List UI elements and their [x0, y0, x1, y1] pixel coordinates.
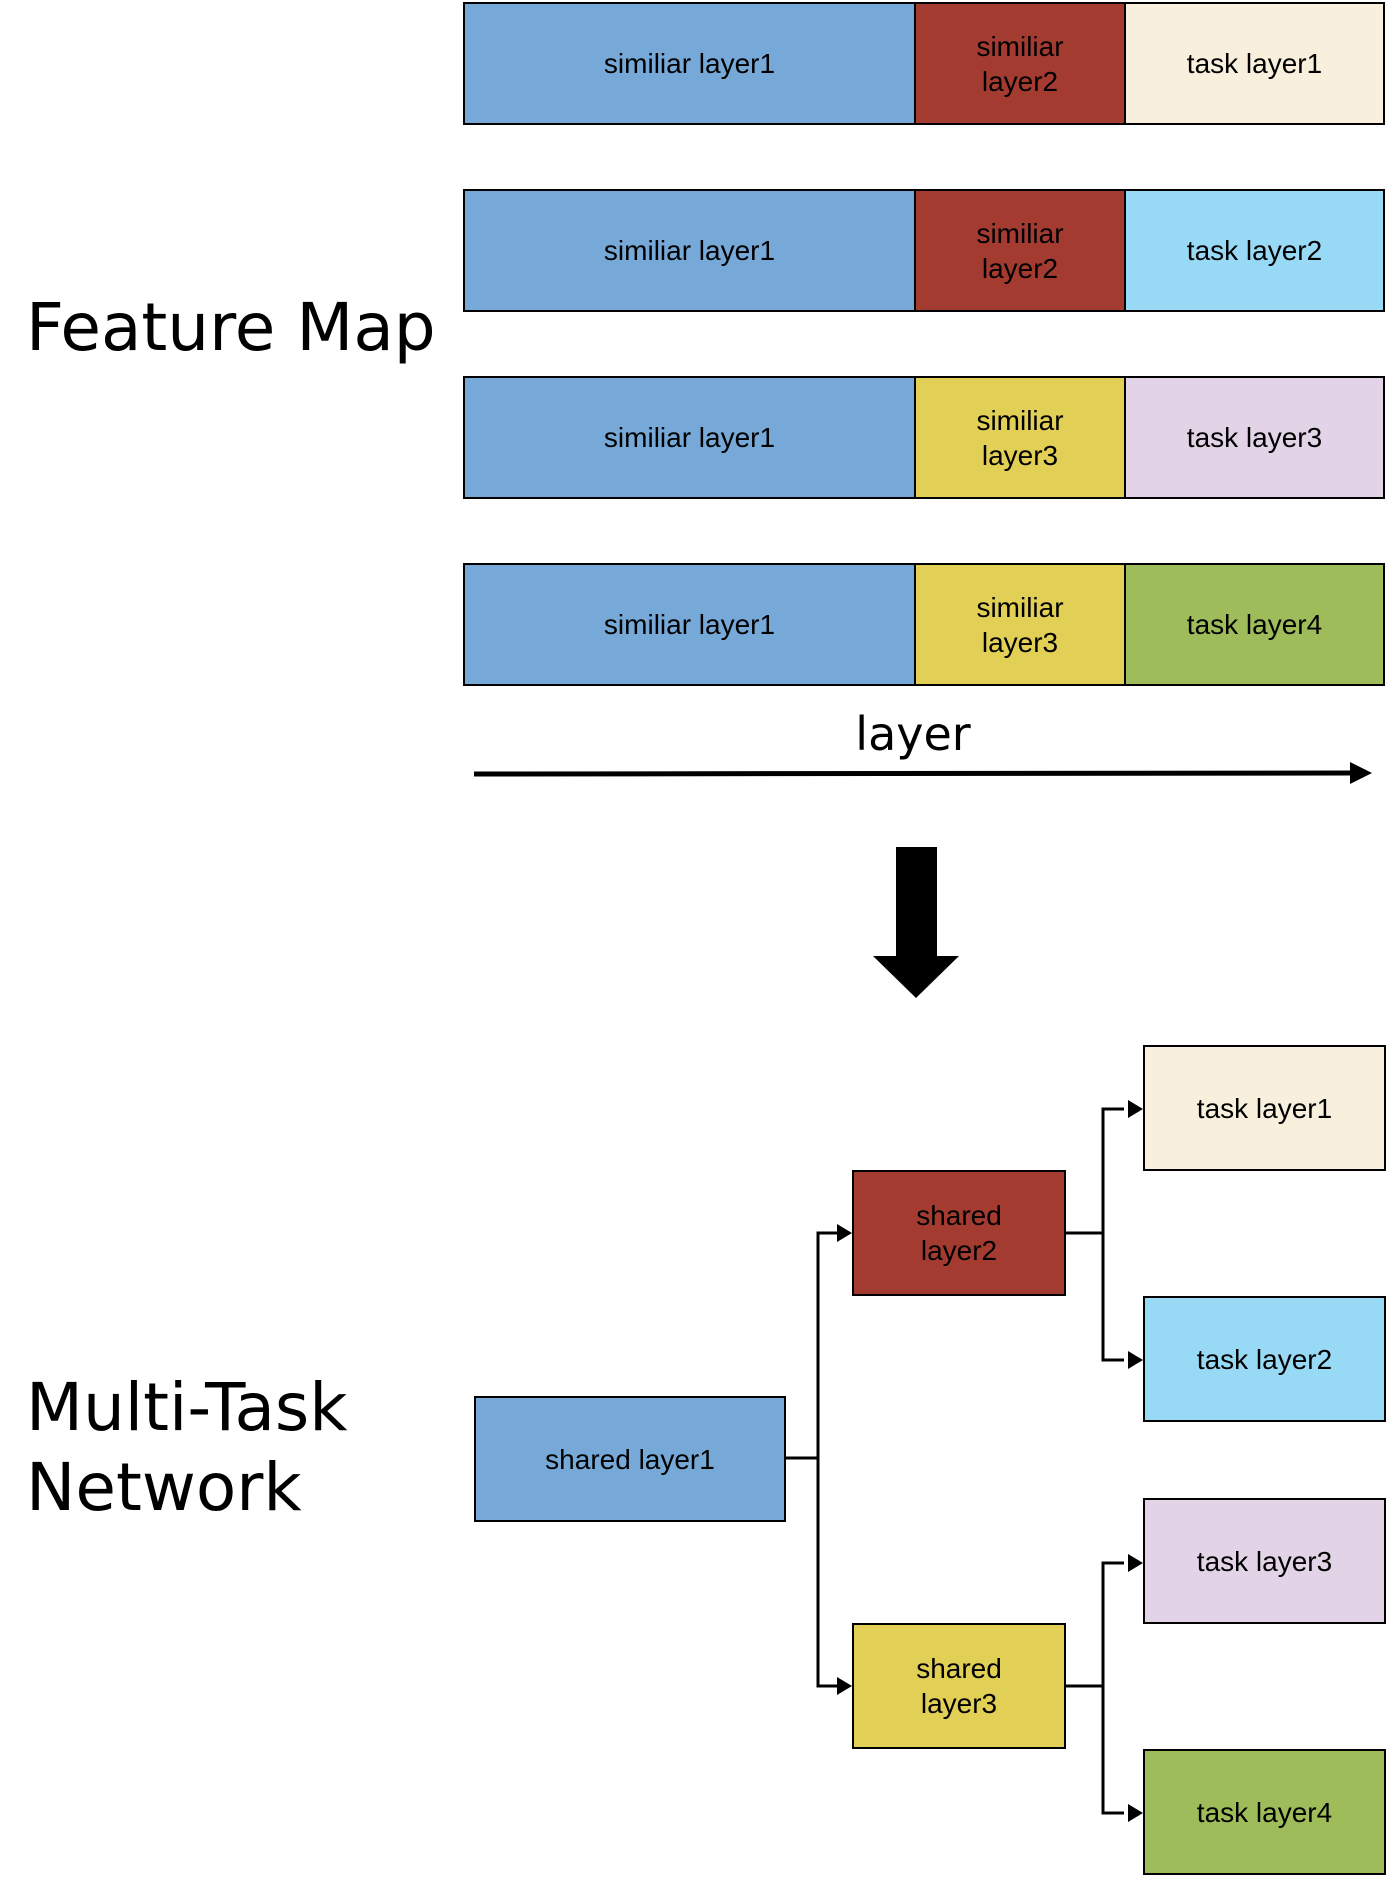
arrowhead-task1 — [1128, 1100, 1143, 1118]
network-title-line2: Network — [26, 1449, 302, 1526]
edge-shared1-to-shared3 — [816, 1458, 838, 1688]
edge-shared3-to-task3 — [1066, 1561, 1124, 1688]
row-3-task-segment: task layer3 — [1126, 378, 1383, 497]
arrowhead-shared3 — [837, 1677, 852, 1695]
task-layer3-node: task layer3 — [1143, 1498, 1386, 1624]
layer-axis-arrow — [473, 762, 1372, 784]
shared-layer1-node: shared layer1 — [474, 1396, 786, 1522]
row-1-similiar-segment-a: similiar layer1 — [465, 4, 916, 123]
network-title-line1: Multi-Task — [26, 1369, 348, 1446]
arrowhead-task4 — [1128, 1804, 1143, 1822]
feature-map-heading: Feature Map — [26, 288, 436, 368]
edge-shared1-to-shared2 — [785, 1231, 838, 1460]
edge-shared2-to-task2 — [1101, 1233, 1124, 1362]
task-layer1-node: task layer1 — [1143, 1045, 1386, 1171]
multi-task-network-heading: Multi-Task Network — [26, 1368, 348, 1528]
arrowhead-shared2 — [837, 1224, 852, 1242]
row-4-similiar-segment-a: similiar layer1 — [465, 565, 916, 684]
arrowhead-task2 — [1128, 1351, 1143, 1369]
row-1-task-segment: task layer1 — [1126, 4, 1383, 123]
task-layer4-node: task layer4 — [1143, 1749, 1386, 1875]
task-layer2-node: task layer2 — [1143, 1296, 1386, 1422]
edge-shared3-to-task4 — [1101, 1686, 1124, 1815]
down-arrow-icon — [873, 847, 959, 998]
row-2-task-segment: task layer2 — [1126, 191, 1383, 310]
edge-shared2-to-task1 — [1066, 1107, 1124, 1235]
arrowhead-task3 — [1128, 1554, 1143, 1572]
row-3-similiar-segment-a: similiar layer1 — [465, 378, 916, 497]
row-4-task-segment: task layer4 — [1126, 565, 1383, 684]
layer-axis-label: layer — [855, 707, 971, 761]
feature-map-title: Feature Map — [26, 289, 436, 366]
row-2-similiar-segment-a: similiar layer1 — [465, 191, 916, 310]
